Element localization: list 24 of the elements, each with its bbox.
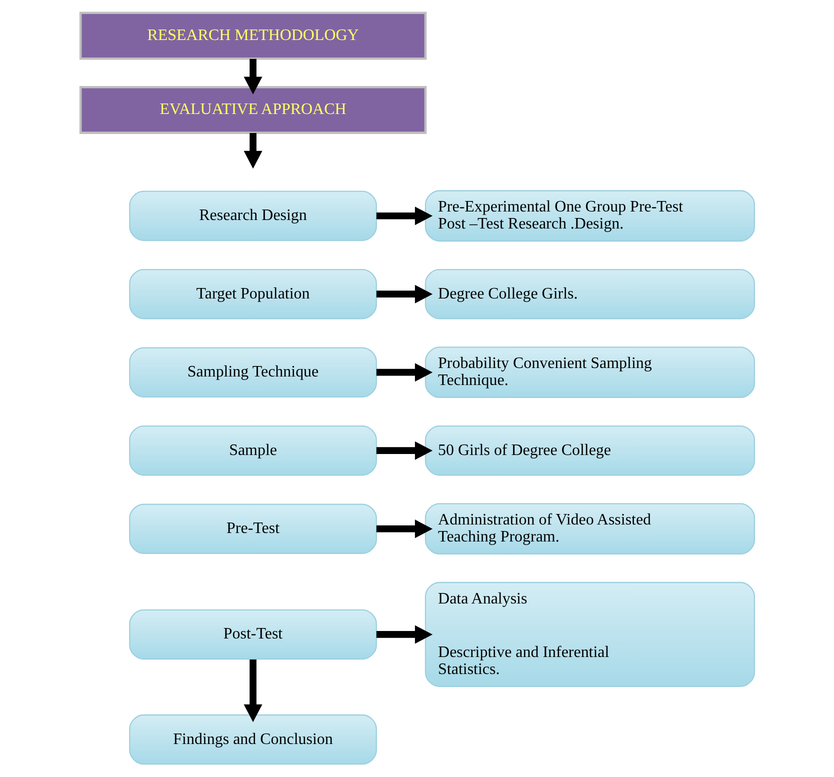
arrow <box>376 363 432 382</box>
node-box: 50 Girls of Degree College <box>424 425 754 476</box>
arrow <box>376 441 432 460</box>
node-box: RESEARCH METHODOLOGY <box>78 12 426 60</box>
node-box: Probability Convenient Sampling Technique. <box>424 346 754 398</box>
arrow <box>376 206 432 226</box>
node-box: Post-Test <box>128 609 376 660</box>
node-box: Data Analysis Descriptive and Inferential Statistics. <box>424 582 754 688</box>
node-box: Pre-Experimental One Group Pre-Test Post –Test Research .Design. <box>424 190 754 242</box>
node-box: Findings and Conclusion <box>128 714 376 765</box>
arrow <box>376 625 432 644</box>
node-box: Research Design <box>128 190 376 241</box>
node-box: Pre-Test <box>128 504 376 554</box>
node-box: Administration of Video Assisted Teaching Program. <box>424 503 754 555</box>
node-box: Degree College Girls. <box>424 268 754 320</box>
arrow <box>376 520 432 538</box>
node-box: Sampling Technique <box>128 347 376 398</box>
node-box: Sample <box>128 425 376 476</box>
arrow <box>376 284 432 304</box>
arrow <box>243 58 262 94</box>
node-box: EVALUATIVE APPROACH <box>78 86 426 134</box>
node-box: Target Population <box>128 268 376 320</box>
arrow <box>243 133 262 169</box>
arrow <box>243 659 262 722</box>
